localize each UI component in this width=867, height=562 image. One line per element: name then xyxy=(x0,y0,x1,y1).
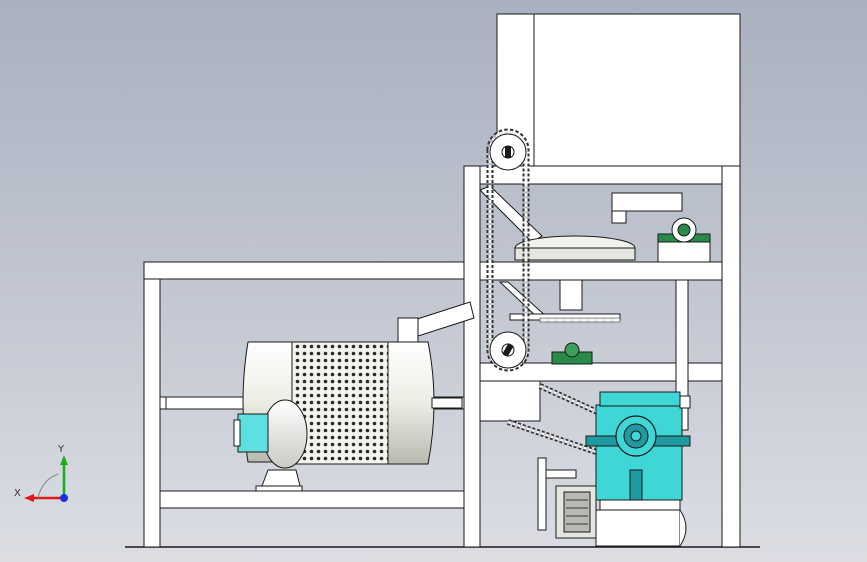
blower-motor[interactable] xyxy=(165,301,475,492)
drive-motor[interactable] xyxy=(537,457,687,547)
axis-triad: X Y xyxy=(14,444,68,502)
right-frame[interactable] xyxy=(463,165,741,548)
lower-bearing-block[interactable] xyxy=(551,342,593,365)
upper-bearing-block[interactable] xyxy=(611,192,711,263)
hopper-box[interactable] xyxy=(496,13,741,167)
gearbox-chain xyxy=(507,383,617,458)
x-axis-arrow xyxy=(24,494,34,502)
chain-drive[interactable] xyxy=(486,128,530,372)
drive-shaft xyxy=(509,313,621,323)
rotary-disc[interactable] xyxy=(514,235,636,311)
z-axis-dot xyxy=(60,494,68,502)
x-axis-label: X xyxy=(14,488,21,499)
gearbox[interactable] xyxy=(585,391,691,511)
y-axis-arrow xyxy=(60,455,68,465)
fan-housing xyxy=(262,399,308,469)
y-axis-label: Y xyxy=(57,444,65,455)
perforated-housing xyxy=(291,341,389,465)
